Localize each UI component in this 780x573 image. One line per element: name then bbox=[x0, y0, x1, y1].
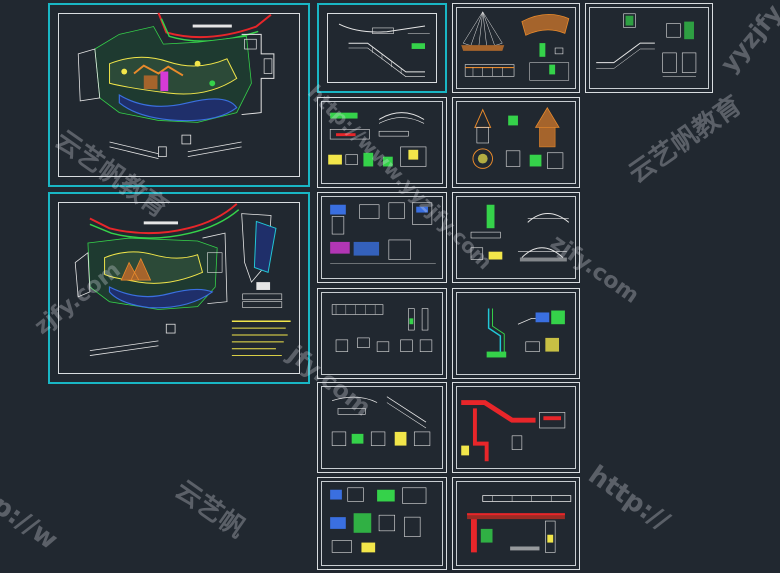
sheet-frame bbox=[589, 7, 709, 89]
sheet-detail-sections-3[interactable] bbox=[317, 477, 447, 570]
sheet-frame bbox=[456, 196, 576, 279]
sheet-frame bbox=[321, 101, 443, 184]
sheet-frame bbox=[456, 292, 576, 375]
sheet-frame bbox=[321, 292, 443, 375]
sheet-frame bbox=[456, 481, 576, 566]
red-stair-drawing bbox=[461, 400, 566, 462]
sheet-frame bbox=[58, 202, 300, 374]
sheet-arch-bridge-2[interactable] bbox=[452, 192, 580, 283]
sheet-detail-sections-1[interactable] bbox=[317, 192, 447, 283]
arch-bridge-1-drawing bbox=[328, 112, 427, 167]
site-plan-drawing bbox=[77, 12, 275, 159]
sheet-red-stair[interactable] bbox=[452, 382, 580, 473]
sheet-frame bbox=[456, 101, 576, 184]
sheet-stair-detail[interactable] bbox=[585, 3, 713, 93]
sheet-frame bbox=[58, 13, 300, 177]
sheet-pavilion-fan[interactable] bbox=[452, 3, 580, 93]
sheet-site-plan-1[interactable] bbox=[48, 3, 310, 187]
site-plan-legend-drawing bbox=[74, 203, 291, 357]
sheet-tower-detail[interactable] bbox=[452, 97, 580, 188]
tower-detail-drawing bbox=[472, 107, 564, 169]
watermark-fragment-4: 云艺帆 bbox=[169, 474, 251, 545]
sheet-stair-elevation[interactable] bbox=[317, 3, 447, 93]
sheet-frame bbox=[321, 481, 443, 566]
waterfall-detail-drawing bbox=[486, 308, 565, 358]
red-fence-drawing bbox=[467, 495, 572, 553]
arch-bridge-2-drawing bbox=[470, 204, 570, 262]
watermark-fragment-2: http:// bbox=[582, 460, 675, 537]
watermark-brand-2: 云艺帆教育 bbox=[623, 90, 748, 190]
sheet-arch-bridge-1[interactable] bbox=[317, 97, 447, 188]
sheet-frame bbox=[327, 13, 437, 83]
watermark-fragment-1: yyzjfy bbox=[715, 0, 780, 78]
sheet-frame bbox=[456, 386, 576, 469]
sheet-frame bbox=[456, 7, 576, 89]
sheet-red-fence[interactable] bbox=[452, 477, 580, 570]
detail-sections-3-drawing bbox=[330, 487, 427, 553]
detail-sections-2-drawing bbox=[331, 396, 431, 446]
detail-sections-1-drawing bbox=[330, 202, 436, 264]
stair-detail-drawing bbox=[596, 13, 697, 77]
stair-elevation-drawing bbox=[338, 23, 430, 77]
sheet-detail-sections-2[interactable] bbox=[317, 382, 447, 473]
slope-section-drawing bbox=[331, 304, 433, 352]
watermark-fragment-3: p://w bbox=[0, 490, 64, 556]
sheet-frame bbox=[321, 196, 443, 279]
sheet-site-plan-2[interactable] bbox=[48, 192, 310, 384]
sheet-slope-section[interactable] bbox=[317, 288, 447, 379]
sheet-frame bbox=[321, 386, 443, 469]
pavilion-fan-drawing bbox=[461, 11, 570, 81]
sheet-waterfall-detail[interactable] bbox=[452, 288, 580, 379]
